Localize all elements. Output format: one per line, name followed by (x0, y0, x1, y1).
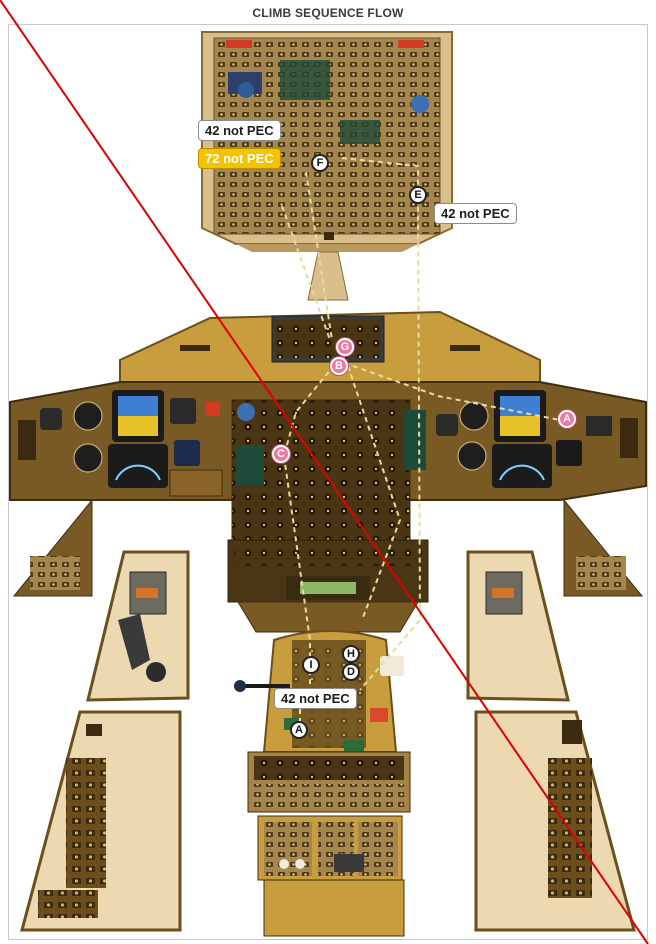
step-marker-i: I (302, 656, 320, 674)
callout-label: 42 not PEC (198, 120, 281, 141)
step-marker-f: F (311, 154, 329, 172)
center-pedestal (234, 631, 410, 936)
step-marker-g: G (336, 338, 354, 356)
step-marker-h: H (342, 645, 360, 663)
left-side-console (22, 552, 188, 930)
callout-label-highlighted: 72 not PEC (198, 148, 281, 169)
step-marker-a-right: A (558, 410, 576, 428)
step-marker-b: B (330, 357, 348, 375)
step-marker-a-pedestal: A (290, 721, 308, 739)
lower-center-console (228, 540, 428, 632)
callout-label: 42 not PEC (274, 688, 357, 709)
step-marker-c: C (272, 445, 290, 463)
step-marker-d: D (342, 663, 360, 681)
callout-label: 42 not PEC (434, 203, 517, 224)
main-instrument-panel (10, 382, 646, 540)
right-side-console (468, 552, 634, 930)
glareshield (120, 312, 540, 382)
step-marker-e: E (409, 186, 427, 204)
